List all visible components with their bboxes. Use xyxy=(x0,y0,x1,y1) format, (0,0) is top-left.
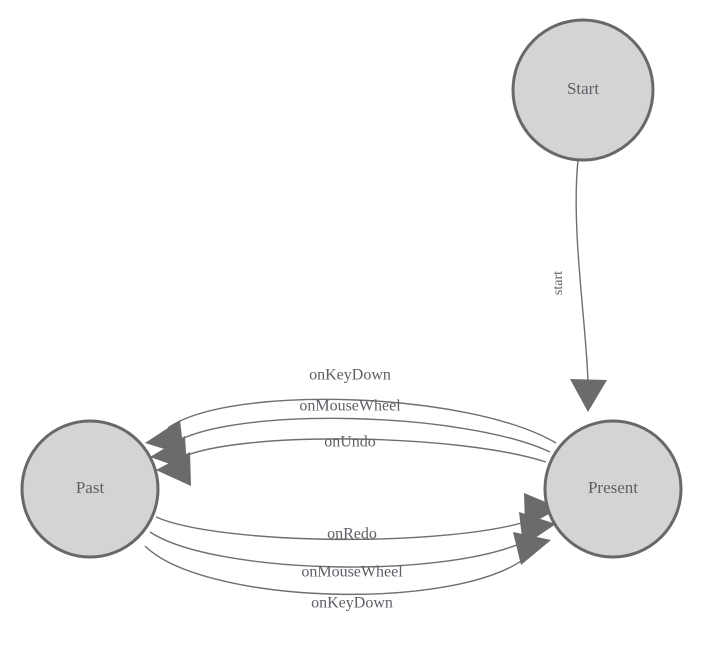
arrowhead-into-present-3 xyxy=(513,532,551,565)
edge-undo1-path xyxy=(167,398,557,444)
edge-redo3-path xyxy=(144,545,529,596)
edge-undo3-path xyxy=(179,438,547,463)
node-present-circle xyxy=(543,419,683,559)
edge-label-redo-onkeydown: onKeyDown xyxy=(311,595,393,612)
arrowhead-into-present-start xyxy=(570,379,607,412)
edge-past-to-present-onmousewheel[interactable]: onMouseWheel xyxy=(149,512,556,581)
edge-label-undo-onmousewheel: onMouseWheel xyxy=(299,398,401,415)
node-start[interactable]: Start xyxy=(511,18,655,162)
node-present[interactable]: Present xyxy=(543,419,683,559)
edge-past-to-present-onkeydown[interactable]: onKeyDown xyxy=(144,532,551,612)
node-present-label: Present xyxy=(588,478,638,497)
edge-label-redo-onmousewheel: onMouseWheel xyxy=(301,564,403,581)
node-past[interactable]: Past xyxy=(20,419,160,559)
edge-present-to-past-onundo[interactable]: onUndo xyxy=(156,434,547,486)
node-past-circle xyxy=(20,419,160,559)
edge-label-start: start xyxy=(551,271,566,295)
node-start-label: Start xyxy=(567,79,599,98)
node-start-circle xyxy=(511,18,655,162)
edge-undo2-path xyxy=(173,417,551,453)
edge-label-undo-onundo: onUndo xyxy=(324,434,376,451)
edge-start-path xyxy=(575,159,589,383)
edge-start-to-present[interactable]: start xyxy=(551,159,607,412)
arrowhead-into-past-3 xyxy=(156,452,191,486)
edge-past-to-present-onredo[interactable]: onRedo xyxy=(155,493,560,543)
edge-redo1-path xyxy=(155,516,536,541)
node-past-label: Past xyxy=(76,478,105,497)
edge-redo2-path xyxy=(149,531,533,568)
edge-label-undo-onkeydown: onKeyDown xyxy=(309,367,391,384)
edge-label-redo-onredo: onRedo xyxy=(327,526,377,543)
